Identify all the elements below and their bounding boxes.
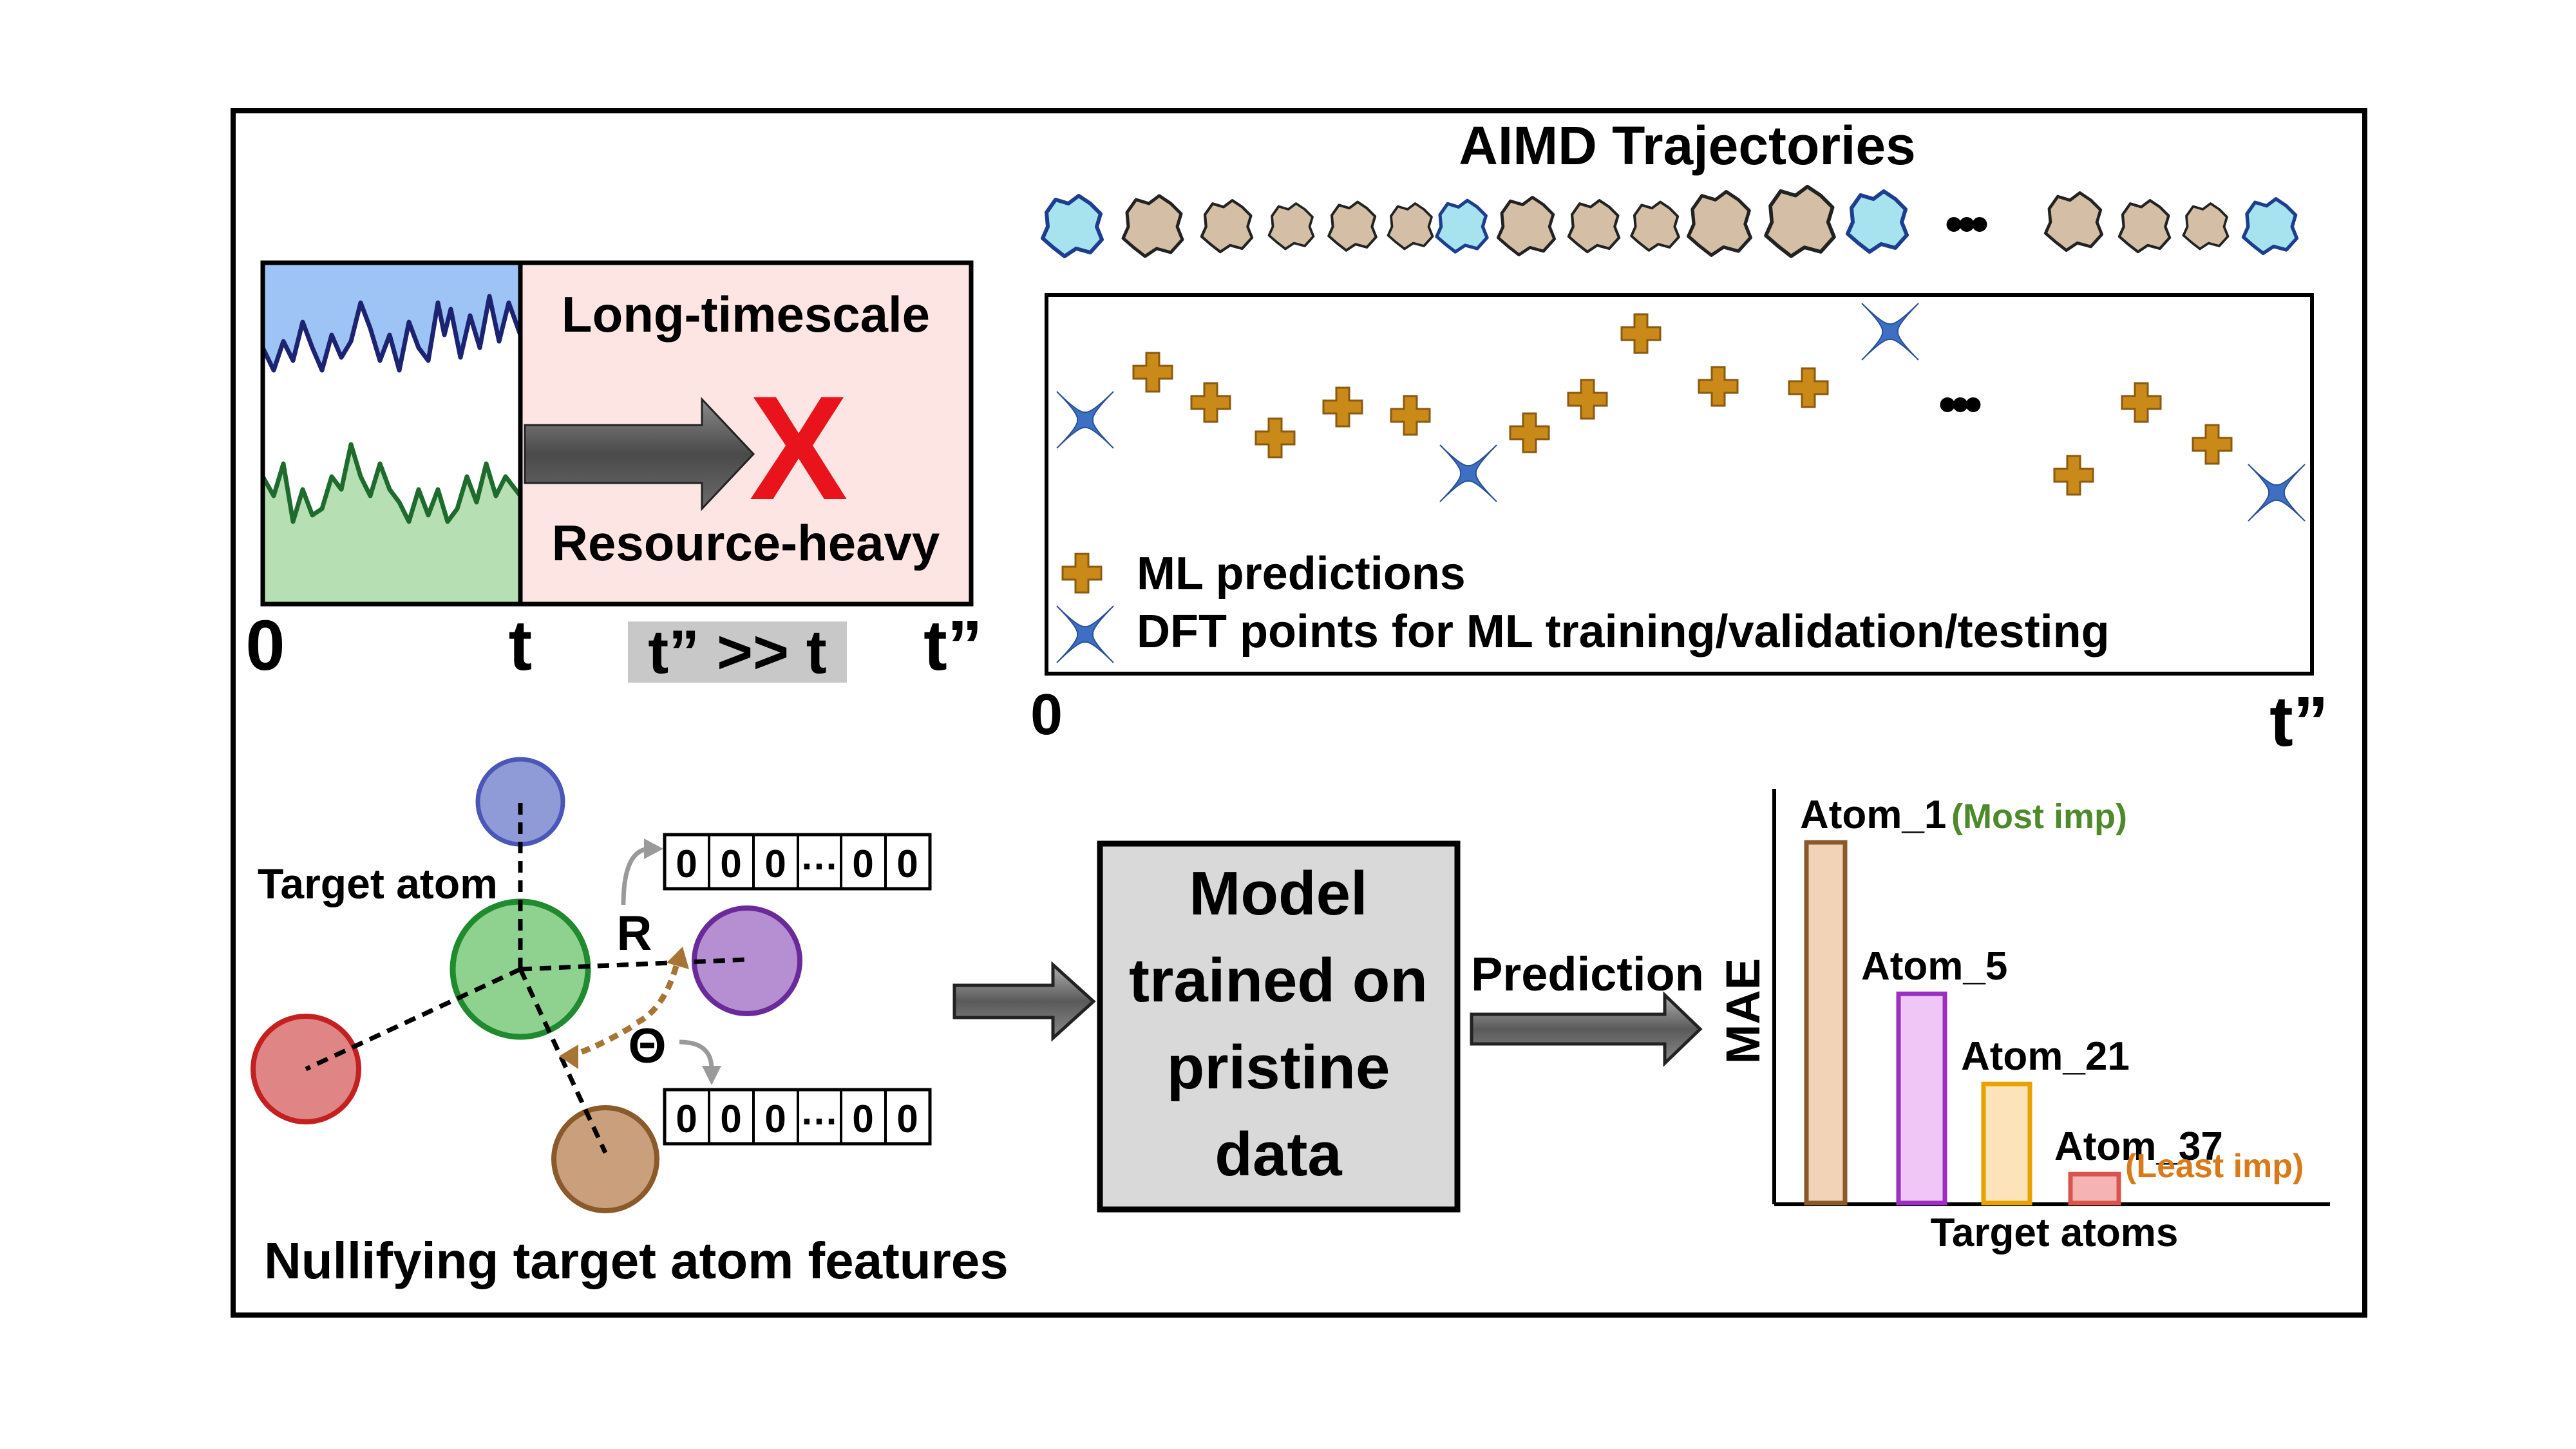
r-pointer-head: [644, 838, 663, 859]
bar-atom_5: [1896, 991, 1947, 1206]
relation-highlight: [628, 621, 847, 683]
r-vector-cell: 0: [720, 842, 741, 886]
frame-md: [1329, 202, 1376, 251]
outer-frame: [231, 108, 2367, 1318]
bar-atom_1: [1804, 840, 1848, 1206]
timeline-relation: t” >> t: [648, 618, 826, 687]
frame-dft: [1043, 196, 1102, 256]
bar-note: (Most imp): [1951, 797, 2127, 836]
theta-pointer-head: [702, 1066, 721, 1085]
model-box-rect: [1097, 840, 1461, 1213]
angle-arc-lower: [569, 1025, 633, 1059]
model-line-1: Model: [1189, 859, 1367, 928]
r-vector-cell: …: [800, 835, 838, 878]
neighbor-atom-bottom: [551, 1105, 659, 1213]
importance-chart: MAE Target atoms Atom_1(Most imp)Atom_5A…: [1716, 789, 2330, 1255]
bar-label: Atom_37: [2054, 1124, 2223, 1169]
bond-left-overlay: [305, 967, 522, 1072]
bar-note: (Least imp): [2125, 1148, 2304, 1185]
timeline-box: [260, 260, 974, 607]
model-box: Model trained on pristine data: [1097, 840, 1461, 1213]
frame-dft: [2244, 199, 2297, 254]
frame-md: [2119, 200, 2170, 252]
model-line-4: data: [1215, 1120, 1342, 1189]
r-vector-cell: 0: [896, 842, 918, 886]
bar-atom_37: [2068, 1171, 2121, 1206]
long-timescale-label: Long-timescale: [562, 286, 930, 343]
r-vector-cell: 0: [852, 842, 873, 886]
green-signal-fill: [263, 444, 520, 604]
timeline-axis-t: t: [509, 606, 533, 685]
frame-md: [1766, 187, 1834, 256]
theta-vector-cell: 0: [896, 1097, 918, 1141]
theta-vector-cell: 0: [720, 1097, 741, 1141]
frame-md: [1202, 200, 1252, 252]
aimd-panel: AIMD Trajectories •••: [1030, 115, 2329, 761]
target-atom-label: Target atom: [258, 860, 498, 907]
frame-md: [1267, 202, 1315, 251]
angle-arrowhead-left: [559, 1045, 578, 1069]
r-label: R: [617, 906, 652, 961]
bar-label: Atom_1: [1800, 793, 1946, 837]
theta-vector-cell: 0: [852, 1097, 873, 1141]
model-line-2: trained on: [1129, 946, 1428, 1015]
angle-arrowhead-up: [667, 947, 689, 969]
r-vector-cell: 0: [676, 842, 697, 886]
timeline-axis-tpp: t”: [923, 606, 983, 685]
prediction-arrow: [1470, 991, 1703, 1067]
frame-md: [2182, 202, 2230, 251]
theta-vector-cell: 0: [676, 1097, 697, 1141]
frame-md: [1689, 192, 1751, 256]
bars-layer: Atom_1(Most imp) Atom_5Atom_21Atom_37(Lea…: [1800, 793, 2304, 1206]
feature-caption: Nullifying target atom features: [264, 1232, 1009, 1289]
bar-atom_21: [1981, 1081, 2032, 1206]
frame-md: [1569, 200, 1619, 252]
frame-md: [1631, 202, 1679, 251]
frame-dft: [1848, 191, 1907, 252]
trajectory-frames: [1043, 187, 2297, 256]
chart-ylabel: MAE: [1716, 958, 1770, 1064]
timeline-axis-zero: 0: [245, 606, 285, 685]
resource-heavy-label: Resource-heavy: [552, 515, 940, 571]
legend-dft-label: DFT points for ML training/validation/te…: [1137, 606, 2110, 658]
angle-arc-upper: [633, 965, 679, 1027]
theta-label: Θ: [628, 1019, 666, 1074]
blue-signal-line: [260, 294, 523, 373]
input-arrow: [952, 961, 1096, 1042]
timescale-arrow: [524, 397, 755, 511]
bond-bottom-overlay: [518, 968, 608, 1154]
model-line-3: pristine: [1167, 1033, 1390, 1102]
prediction-label: Prediction: [1471, 947, 1704, 1001]
r-feature-vector: 0 0 0 … 0 0: [663, 833, 932, 891]
trajectory-ellipsis: •••: [1945, 195, 1987, 252]
theta-pointer-arrow: [679, 1039, 714, 1070]
theta-vector-cell: …: [800, 1090, 838, 1133]
frame-dft: [1437, 200, 1487, 252]
aimd-axis-zero: 0: [1030, 683, 1063, 747]
frame-md: [1498, 197, 1554, 254]
bar-label: Atom_21: [1961, 1034, 2130, 1079]
theta-vector-cell: 0: [764, 1097, 786, 1141]
x-mark-icon: X: [749, 365, 848, 531]
frame-md: [1387, 202, 1434, 251]
r-vector-cell: 0: [764, 842, 786, 886]
frame-md: [2045, 193, 2101, 250]
theta-feature-vector: 0 0 0 … 0 0: [663, 1088, 932, 1146]
aimd-plot-box: [1045, 293, 2314, 676]
timeline-panel: Long-timescale Resource-heavy X 0 t t” >…: [245, 260, 983, 687]
bar-label: Atom_5: [1861, 944, 2007, 989]
plot-ellipsis: •••: [1938, 375, 1981, 433]
feature-panel: Target atom R Θ 0 0 0 … 0 0: [251, 757, 1009, 1289]
neighbor-atom-right: [692, 905, 802, 1016]
legend-ml-label: ML predictions: [1137, 548, 1466, 600]
frame-md: [1123, 196, 1182, 256]
green-signal-line: [260, 442, 522, 524]
aimd-title: AIMD Trajectories: [1459, 115, 1916, 176]
chart-xlabel: Target atoms: [1931, 1211, 2179, 1255]
aimd-axis-tpp: t”: [2269, 682, 2329, 761]
